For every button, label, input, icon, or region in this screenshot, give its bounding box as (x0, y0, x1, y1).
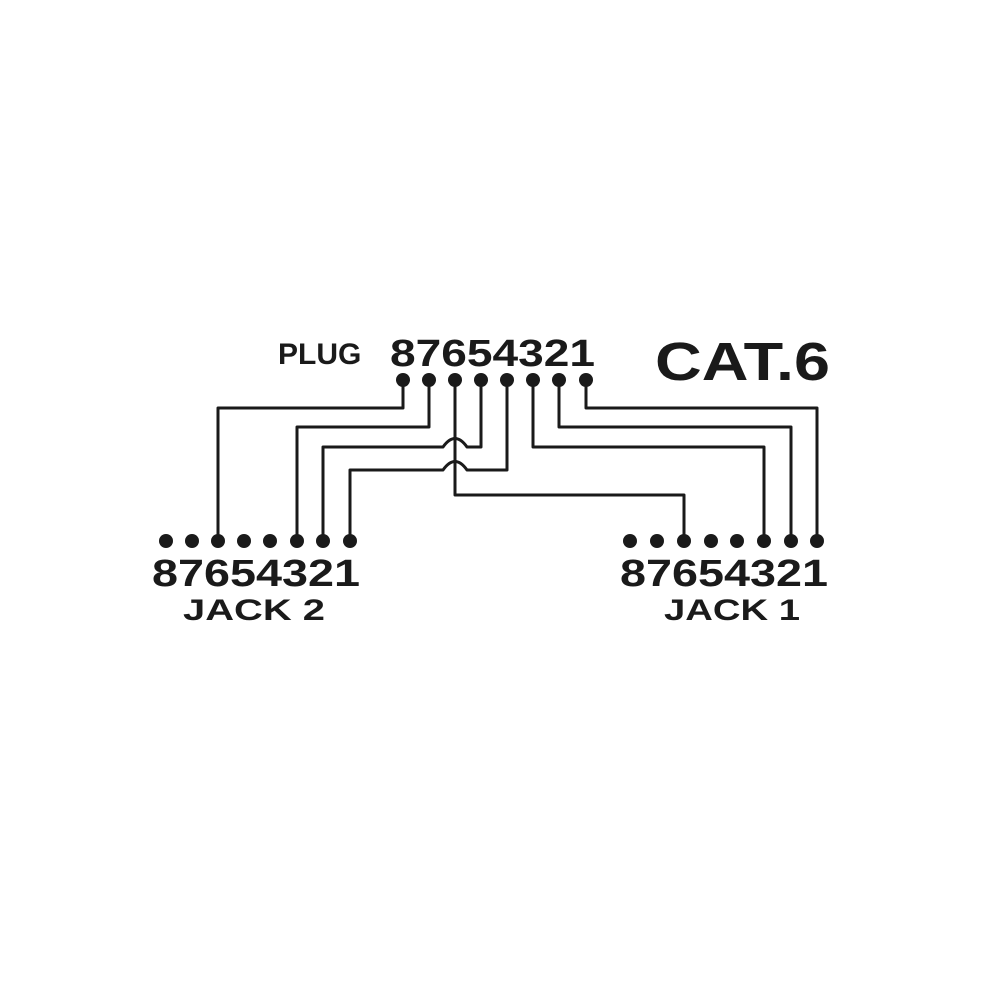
jack1-pin-4 (730, 534, 744, 548)
jack1-pin-8 (623, 534, 637, 548)
jack2-pin-5 (237, 534, 251, 548)
wire-plug1-jack1pin1 (584, 380, 819, 540)
jack2-pin-1 (343, 534, 357, 548)
plug-pin-numbers: 87654321 (390, 333, 595, 375)
jack1-pin-3 (757, 534, 771, 548)
diagram-title: CAT.6 (655, 332, 830, 392)
jack2-label: JACK 2 (183, 594, 325, 627)
wires (216, 380, 819, 540)
jack1-pins (623, 534, 824, 548)
jack1-pin-5 (704, 534, 718, 548)
plug-pin-4 (500, 373, 514, 387)
jack1-pin-6 (677, 534, 691, 548)
jack1-pin-2 (784, 534, 798, 548)
jack2-pin-7 (185, 534, 199, 548)
wire-plug7-jack2pin3 (295, 380, 431, 540)
plug-pin-6 (448, 373, 462, 387)
jack2-pin-numbers: 87654321 (152, 553, 360, 595)
wire-plug2-jack1pin2 (557, 380, 793, 540)
jack2-pin-8 (159, 534, 173, 548)
jack2-pin-4 (263, 534, 277, 548)
jack1-pin-1 (810, 534, 824, 548)
jack1-pin-7 (650, 534, 664, 548)
wire-plug8-jack2pin6 (216, 380, 405, 540)
jack2-pin-2 (316, 534, 330, 548)
jack2-pin-3 (290, 534, 304, 548)
jack2-pin-6 (211, 534, 225, 548)
jack1-label: JACK 1 (664, 594, 800, 627)
wire-plug6-jack1pin6 (453, 380, 686, 540)
plug-pin-2 (552, 373, 566, 387)
plug-pin-1 (579, 373, 593, 387)
plug-pin-7 (422, 373, 436, 387)
plug-pin-8 (396, 373, 410, 387)
plug-pins (396, 373, 593, 387)
plug-pin-5 (474, 373, 488, 387)
plug-pin-3 (526, 373, 540, 387)
wire-plug3-jack1pin3 (531, 380, 766, 540)
jack1-pin-numbers: 87654321 (620, 553, 828, 595)
jack2-pins (159, 534, 357, 548)
plug-label: PLUG (278, 338, 361, 371)
